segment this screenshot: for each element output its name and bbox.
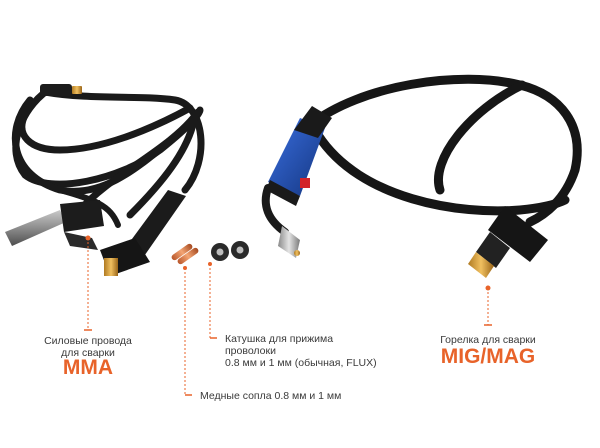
nozzles-caption: Медные сопла 0.8 мм и 1 мм	[200, 390, 342, 402]
leader-ticks	[84, 324, 492, 396]
wire-feed-rollers	[211, 241, 249, 261]
reel-caption-line1: Катушка для прижима	[225, 333, 334, 345]
mig-hose	[305, 74, 582, 227]
euro-connector	[468, 206, 548, 278]
earth-clamp	[5, 200, 104, 250]
leader-dots	[85, 235, 491, 291]
mma-plug	[40, 84, 82, 96]
electrode-holder	[100, 190, 186, 276]
mig-torch	[261, 106, 332, 258]
leader-lines	[87, 238, 489, 395]
copper-nozzles	[171, 243, 199, 265]
reel-caption-line2: проволоки	[225, 345, 276, 357]
mma-caption-line1: Силовые провода	[44, 335, 132, 347]
mma-caption-line2: для сварки	[61, 347, 115, 359]
mig-title: MIG/MAG	[440, 345, 536, 368]
mma-cables	[11, 86, 205, 228]
mma-title: MMA	[62, 356, 114, 379]
reel-caption-line3: 0.8 мм и 1 мм (обычная, FLUX)	[225, 357, 377, 369]
mig-caption-line1: Горелка для сварки	[440, 334, 536, 346]
